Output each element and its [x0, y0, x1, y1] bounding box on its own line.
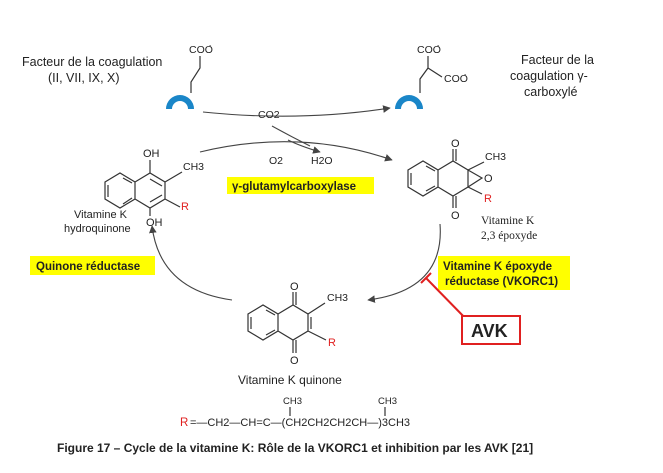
hq-oh-top: OH — [143, 148, 160, 160]
right-factor-line2: coagulation γ- — [510, 69, 588, 83]
side-chain-ch3-b: CH3 — [378, 396, 397, 407]
q-label: Vitamine K quinone — [238, 373, 342, 387]
right-coo-label-1: COO — [417, 44, 441, 56]
ep-label-1: Vitamine K — [481, 215, 535, 227]
left-protein-blue-icon — [166, 95, 194, 109]
hq-oh-bottom: OH — [146, 217, 163, 229]
side-chain-formula: CH3 CH3 R =—CH2—CH=C—(CH2CH2CH2CH—)3CH3 — [180, 396, 410, 429]
carboxylase-label: γ-glutamylcarboxylase — [232, 181, 356, 193]
ep-ch3: CH3 — [485, 151, 506, 163]
carboxylase-highlight — [227, 177, 374, 194]
carboxylation-arrows: CO2 O2 H2O — [199, 105, 393, 167]
hydroquinone-to-epoxide-arrow — [199, 141, 393, 162]
factor-carboxylation-arrow — [202, 105, 391, 117]
hydroquinone-rings — [104, 160, 183, 216]
quinone-to-hydroquinone-arrow — [149, 225, 233, 301]
ep-r-group: R — [484, 193, 492, 205]
right-coagulation-factor: COO - COO - Facteur de la coagulation γ-… — [395, 43, 594, 109]
right-glutamate-chain — [419, 56, 443, 93]
ep-o-top: O — [451, 138, 460, 150]
hq-label-1: Vitamine K — [74, 209, 128, 221]
vkorc1-highlight — [438, 256, 570, 290]
ep-o-ring: O — [484, 173, 493, 185]
right-protein-blue-icon — [395, 95, 423, 109]
quinone-reductase-label: Quinone réductase — [36, 261, 140, 273]
avk-inhibition-bar — [420, 272, 432, 284]
side-chain-ch3-a: CH3 — [283, 396, 302, 407]
epoxide-structure: O O O CH3 R Vitamine K 2,3 époxyde — [407, 138, 537, 242]
right-factor-line1: Facteur de la — [521, 53, 594, 67]
hq-r-group: R — [181, 201, 189, 213]
ep-o-bottom: O — [451, 210, 460, 222]
hydroquinone-structure: OH OH CH3 R Vitamine K hydroquinone — [64, 148, 204, 235]
figure-caption: Figure 17 – Cycle de la vitamine K: Rôle… — [57, 441, 533, 455]
q-o-top: O — [290, 281, 299, 293]
o2-to-h2o-arrow — [287, 139, 321, 154]
side-chain-r: R — [180, 417, 188, 429]
left-factor-line1: Facteur de la coagulation — [22, 55, 162, 69]
right-coo-charge-1: - — [437, 43, 440, 50]
h2o-label: H2O — [311, 155, 333, 167]
avk-inhibition: AVK — [420, 272, 521, 345]
side-chain-branches — [289, 407, 386, 416]
left-factor-line2: (II, VII, IX, X) — [48, 71, 120, 85]
hq-ch3: CH3 — [183, 161, 204, 173]
q-o-bottom: O — [290, 355, 299, 367]
hq-label-2: hydroquinone — [64, 223, 131, 235]
left-coagulation-factor: Facteur de la coagulation (II, VII, IX, … — [22, 43, 213, 109]
q-r-group: R — [328, 337, 336, 349]
ep-label-2: 2,3 époxyde — [481, 230, 537, 242]
left-glutamate-chain — [190, 56, 201, 93]
o2-label: O2 — [269, 155, 283, 167]
vkorc1-label-2: réductase (VKORC1) — [445, 276, 558, 288]
side-chain-formula-text: =—CH2—CH=C—(CH2CH2CH2CH—)3CH3 — [190, 417, 410, 429]
quinone-structure: O O CH3 R Vitamine K quinone — [238, 281, 348, 387]
right-coo-label-2: COO — [444, 73, 468, 85]
q-ch3: CH3 — [327, 292, 348, 304]
co2-label: CO2 — [258, 109, 280, 121]
quinone-rings — [247, 292, 327, 353]
epoxide-to-quinone-arrow — [367, 223, 441, 303]
left-coo-charge: - — [209, 43, 212, 50]
co2-entry-arrow — [271, 125, 311, 147]
epoxide-rings — [407, 149, 485, 208]
quinone-reductase-highlight — [30, 256, 155, 275]
vkorc1-label-1: Vitamine K époxyde — [443, 261, 552, 273]
left-coo-label: COO — [189, 44, 213, 56]
avk-label: AVK — [471, 321, 508, 341]
right-coo-charge-2: - — [464, 72, 467, 79]
right-factor-line3: carboxylé — [524, 85, 578, 99]
avk-box — [461, 315, 521, 345]
